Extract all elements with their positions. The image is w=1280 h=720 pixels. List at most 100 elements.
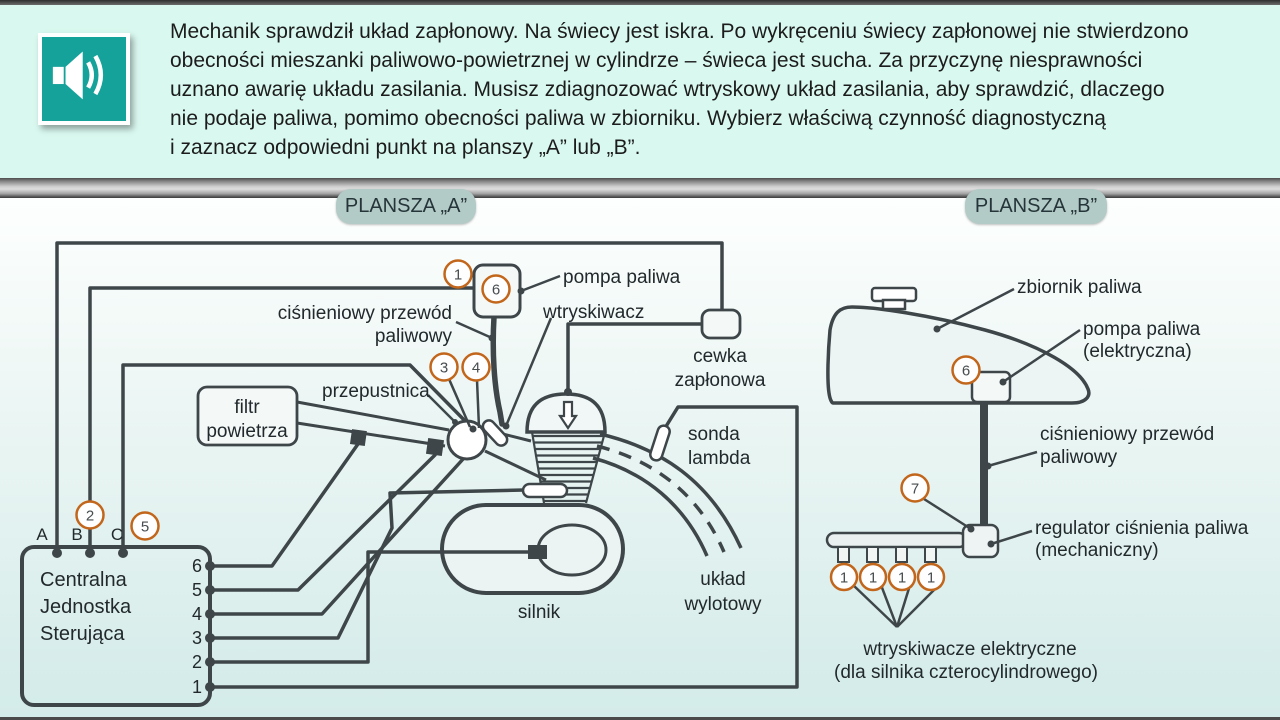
pin-label-4: 4 xyxy=(192,604,202,624)
svg-text:6: 6 xyxy=(962,363,970,380)
wire-pin6-to-air-sensor xyxy=(208,442,360,568)
svg-text:1: 1 xyxy=(840,570,848,587)
label-fuel-pump: pompa paliwa xyxy=(563,267,681,288)
label-pressure-line-2: paliwowy xyxy=(375,326,453,347)
label-injectors-2: (dla silnika czterocylindrowego) xyxy=(834,662,1098,683)
fuel-tank xyxy=(826,286,1091,405)
marker-point-3[interactable]: 3 xyxy=(429,352,459,382)
injector xyxy=(481,419,509,447)
label-lambda-1: sonda xyxy=(688,424,740,445)
label-air-filter-2: powietrza xyxy=(206,421,288,442)
label-exhaust-1: układ xyxy=(700,569,745,590)
label-injector: wtryskiwacz xyxy=(542,302,644,323)
marker-point-1b-1[interactable]: 1 xyxy=(829,562,859,592)
pin-label-3: 3 xyxy=(192,628,202,648)
pin-label-2: 2 xyxy=(192,652,202,672)
leader-lines-a xyxy=(427,274,561,429)
marker-point-2[interactable]: 2 xyxy=(75,500,105,530)
ignition-lead-wire xyxy=(566,322,704,394)
label-regulator-1: regulator ciśnienia paliwa xyxy=(1035,518,1249,539)
markers-b: 6 7 1 1 1 1 xyxy=(829,355,981,592)
task-line: i zaznacz odpowiedni punkt na planszy „A… xyxy=(170,136,641,159)
marker-point-1b-2[interactable]: 1 xyxy=(858,562,888,592)
board-a-title: PLANSZA „A” xyxy=(336,189,476,224)
svg-text:6: 6 xyxy=(492,282,500,299)
label-fuel-tank: zbiornik paliwa xyxy=(1017,277,1142,298)
label-fuel-pump-b-1: pompa paliwa xyxy=(1083,319,1201,340)
engine-temp-sensor xyxy=(521,482,569,499)
marker-point-1b-4[interactable]: 1 xyxy=(916,562,946,592)
lambda-probe xyxy=(649,424,671,462)
label-engine: silnik xyxy=(518,602,561,623)
task-text: Mechanik sprawdził układ zapłonowy. Na ś… xyxy=(170,17,1280,162)
throttle-position-sensor xyxy=(425,437,445,457)
board-b-title: PLANSZA „B” xyxy=(965,189,1107,224)
marker-point-6b[interactable]: 6 xyxy=(951,355,981,385)
task-line: Mechanik sprawdził układ zapłonowy. Na ś… xyxy=(170,20,1189,43)
fuel-filler-neck xyxy=(881,298,907,311)
exhaust-pipe xyxy=(592,432,743,557)
wire-pin3-to-temp-sensor xyxy=(208,488,526,640)
crank-sensor xyxy=(528,545,547,559)
audio-button[interactable] xyxy=(38,33,130,125)
spark-plug xyxy=(557,400,579,430)
wire-pin5-to-throttle-sensor xyxy=(208,453,437,592)
wire-terminal-a-to-ignition-coil xyxy=(55,241,724,555)
throttle-body xyxy=(446,419,488,461)
diagram-svg: pompa paliwa wtryskiwacz ciśnieniowy prz… xyxy=(20,241,1249,707)
wire-terminal-b-to-fuel-pump xyxy=(88,286,476,555)
air-sensor xyxy=(349,429,367,447)
markers-a: 1 6 3 4 2 5 xyxy=(75,259,511,541)
air-filter-box xyxy=(196,385,299,447)
svg-text:1: 1 xyxy=(898,570,906,587)
task-line: nie podaje paliwa, pomimo obecności pali… xyxy=(170,107,1106,130)
label-ecu-3: Sterująca xyxy=(40,623,125,645)
board-a-title-text: PLANSZA „A” xyxy=(344,195,468,217)
svg-text:2: 2 xyxy=(86,508,94,525)
task-header: Mechanik sprawdził układ zapłonowy. Na ś… xyxy=(0,5,1280,178)
terminal-c-label: C xyxy=(111,525,123,544)
label-regulator-2: (mechaniczny) xyxy=(1035,540,1159,561)
injector-stubs xyxy=(837,546,937,563)
marker-point-4[interactable]: 4 xyxy=(461,352,491,382)
fuel-rail xyxy=(825,531,968,549)
terminal-a-label: A xyxy=(36,525,48,544)
svg-text:4: 4 xyxy=(472,360,480,377)
label-air-filter-1: filtr xyxy=(234,397,260,418)
svg-text:5: 5 xyxy=(141,519,149,536)
ignition-lead-dot xyxy=(564,388,572,396)
label-throttle: przepustnica xyxy=(322,381,430,402)
bottom-edge-bar xyxy=(0,717,1280,720)
marker-point-6[interactable]: 6 xyxy=(481,274,511,304)
task-line: uznano awarię układu zasilania. Musisz z… xyxy=(170,78,1165,101)
svg-text:1: 1 xyxy=(927,570,935,587)
svg-text:1: 1 xyxy=(869,570,877,587)
wire-terminal-c-to-injector xyxy=(121,363,475,555)
pin-label-1: 1 xyxy=(192,677,202,697)
ecu-terminals xyxy=(52,548,215,692)
leader-dots-a xyxy=(452,287,525,433)
marker-point-1b-3[interactable]: 1 xyxy=(887,562,917,592)
label-ecu-2: Jednostka xyxy=(40,596,132,618)
svg-text:3: 3 xyxy=(440,360,448,377)
labels-a: pompa paliwa wtryskiwacz ciśnieniowy prz… xyxy=(36,267,766,697)
label-ecu-1: Centralna xyxy=(40,569,128,591)
diagram-area xyxy=(0,198,1280,717)
label-ignition-coil-1: cewka xyxy=(693,346,747,367)
label-lambda-2: lambda xyxy=(688,448,751,469)
svg-text:7: 7 xyxy=(911,481,919,498)
label-pressure-line-1: ciśnieniowy przewód xyxy=(278,303,452,324)
marker-point-7b[interactable]: 7 xyxy=(900,473,930,503)
label-ignition-coil-2: zapłonowa xyxy=(675,370,766,391)
label-injectors-1: wtryskiwacze elektryczne xyxy=(862,639,1076,660)
divider-bar xyxy=(0,178,1280,198)
engine xyxy=(440,388,625,595)
label-pressure-line-b-2: paliwowy xyxy=(1040,447,1118,468)
ecu-box xyxy=(20,545,212,707)
marker-point-5[interactable]: 5 xyxy=(130,511,160,541)
label-exhaust-2: wylotowy xyxy=(683,594,762,615)
marker-point-1[interactable]: 1 xyxy=(443,259,473,289)
exhaust-center-dashed-line xyxy=(596,444,726,553)
svg-text:1: 1 xyxy=(454,267,462,284)
